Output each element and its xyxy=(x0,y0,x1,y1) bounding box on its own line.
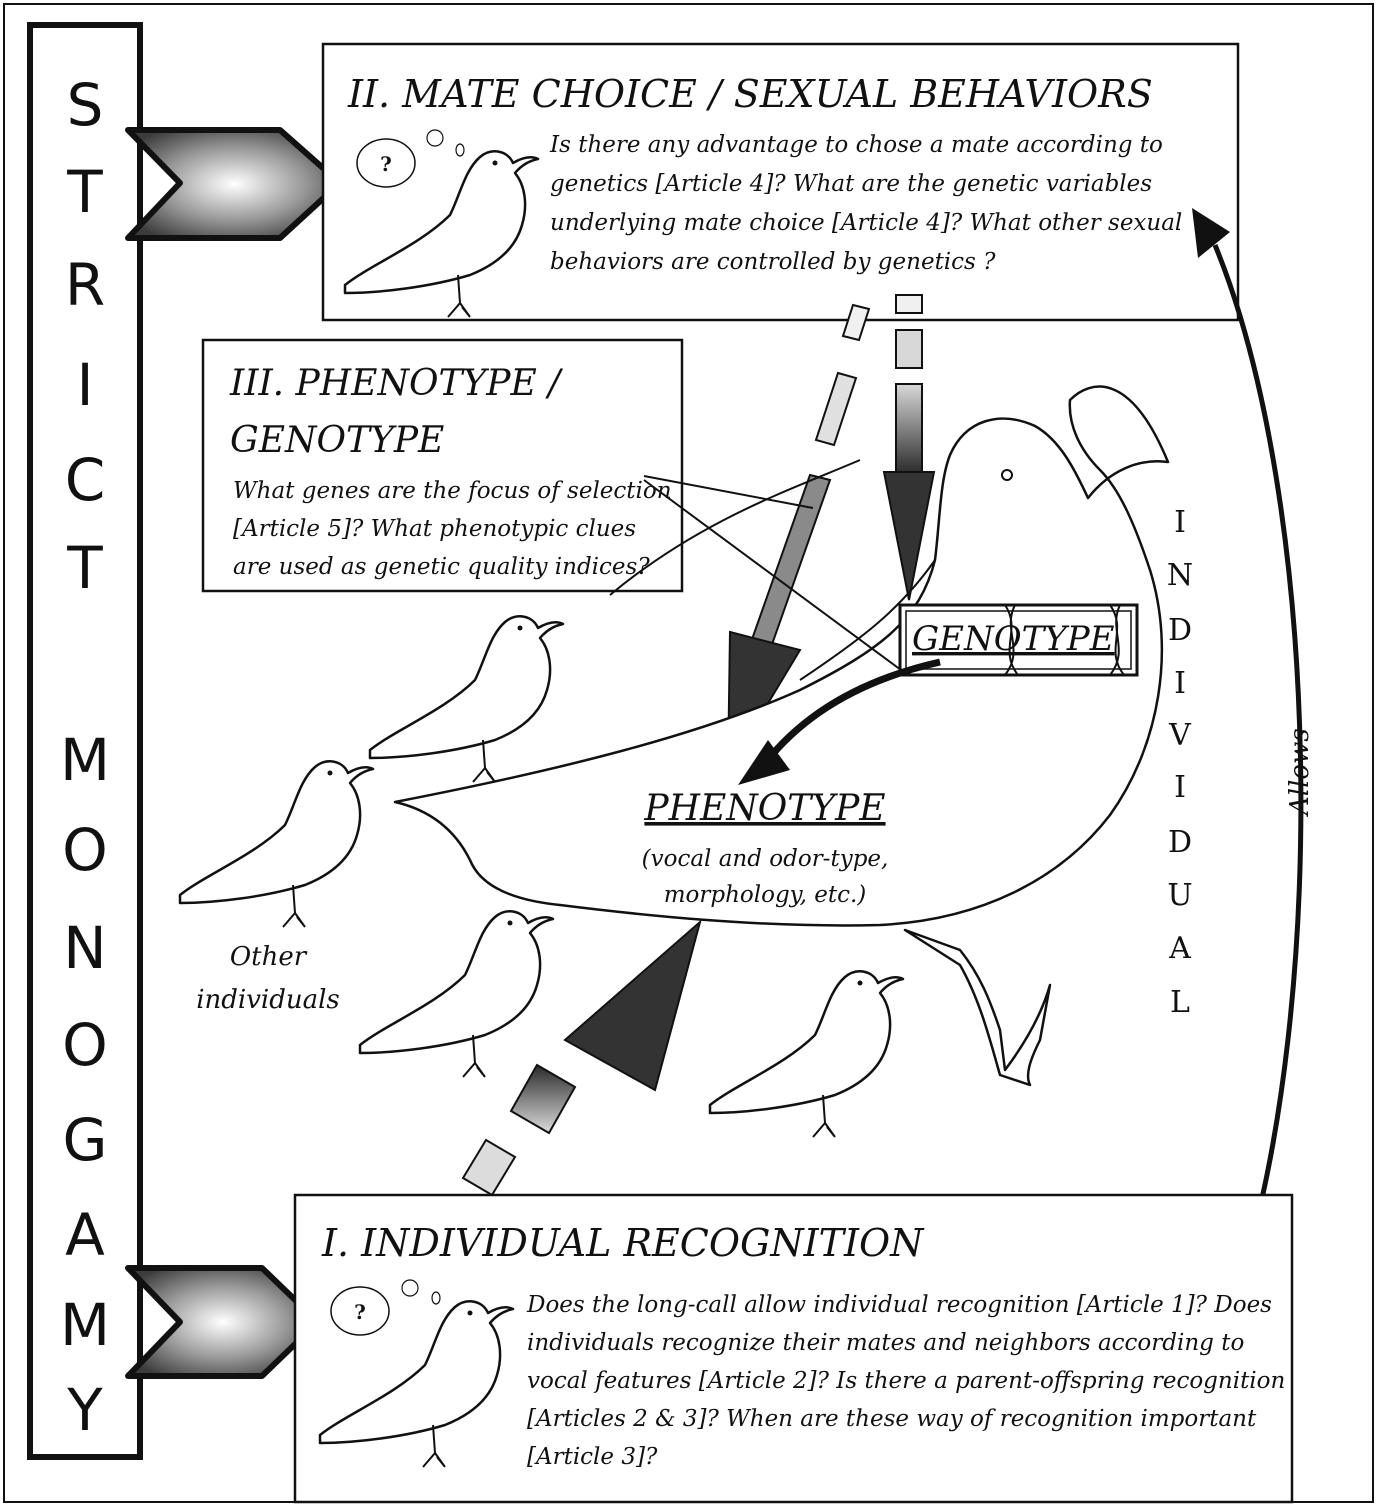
other-individuals-line2: individuals xyxy=(196,985,340,1015)
thought-question-mark: ? xyxy=(354,1300,366,1324)
individual-recognition-title: I. INDIVIDUAL RECOGNITION xyxy=(321,1221,925,1265)
recognition-text-line: [Article 3]? xyxy=(527,1444,658,1470)
genotype-label: GENOTYPE xyxy=(912,619,1115,659)
recognition-text-line: Does the long-call allow individual reco… xyxy=(526,1292,1272,1318)
chevron-arrow-bottom xyxy=(125,1265,321,1379)
connector-line xyxy=(643,479,906,674)
arrow-mate-choice-to-genotype xyxy=(882,294,936,601)
thought-bubble-dot xyxy=(426,129,444,147)
phenotype-genotype-box-border xyxy=(201,338,684,593)
side-letter: M xyxy=(60,1291,110,1359)
mate-choice-title: II. MATE CHOICE / SEXUAL BEHAVIORS xyxy=(347,72,1153,116)
allows-arrow xyxy=(1212,244,1304,1289)
strict-monogamy-label: S T R I C T M O N O G A M Y xyxy=(27,22,143,1460)
individual-letter: D xyxy=(1168,613,1192,648)
bird-icon xyxy=(358,910,555,1079)
individual-letter: I xyxy=(1174,770,1186,805)
mate-choice-box: II. MATE CHOICE / SEXUAL BEHAVIORS Is th… xyxy=(321,42,1240,322)
phenotype-genotype-text-line: What genes are the focus of selection xyxy=(233,478,672,504)
phenotype-label: PHENOTYPE xyxy=(643,788,885,829)
mate-choice-text-line: Is there any advantage to chose a mate a… xyxy=(549,132,1163,158)
side-letter: O xyxy=(62,1011,108,1079)
side-letter: T xyxy=(66,158,103,226)
individual-letter: I xyxy=(1174,505,1186,540)
recognition-text-line: vocal features [Article 2]? Is there a p… xyxy=(527,1368,1285,1394)
arrow-recognition-to-phenotype xyxy=(447,919,702,1224)
thought-bubble xyxy=(330,1286,390,1336)
thought-bubble-dot xyxy=(401,1279,419,1297)
individual-letter: V xyxy=(1168,718,1192,753)
individual-letter: U xyxy=(1167,878,1192,913)
recognition-text-line: [Articles 2 & 3]? When are these way of … xyxy=(527,1406,1257,1432)
individual-bird xyxy=(393,385,1170,1087)
side-letter: T xyxy=(66,534,103,602)
side-letter: A xyxy=(65,1201,105,1269)
bird-icon xyxy=(708,970,905,1139)
allows-label: Allows xyxy=(1285,728,1315,817)
side-column-border xyxy=(27,22,143,1460)
individual-letter: A xyxy=(1168,931,1191,966)
individual-letter: I xyxy=(1174,666,1186,701)
side-letter: C xyxy=(65,446,106,514)
thought-question-mark: ? xyxy=(380,152,392,176)
phenotype-detail-line1: (vocal and odor-type, xyxy=(642,846,889,872)
mate-choice-text-line: underlying mate choice [Article 4]? What… xyxy=(550,210,1182,236)
arrow-genotype-to-phenotype-head xyxy=(738,740,790,785)
side-letter: R xyxy=(65,251,105,319)
side-letter: I xyxy=(76,351,93,419)
phenotype-label-group: PHENOTYPE (vocal and odor-type, morpholo… xyxy=(642,788,889,908)
phenotype-detail-line2: morphology, etc.) xyxy=(664,882,867,908)
bird-icon xyxy=(178,760,375,929)
thought-bubble-dot xyxy=(431,1291,441,1305)
dna-strand-icon xyxy=(1109,604,1125,676)
connector-line xyxy=(643,475,814,509)
dna-strand-icon xyxy=(1004,604,1019,676)
side-letter: O xyxy=(62,816,108,884)
individual-recognition-box: I. INDIVIDUAL RECOGNITION Does the long-… xyxy=(293,1193,1294,1504)
phenotype-genotype-text-line: are used as genetic quality indices? xyxy=(233,554,650,580)
allows-arrow-head xyxy=(1192,208,1230,258)
individual-letter: D xyxy=(1168,825,1192,860)
recognition-text-line: individuals recognize their mates and ne… xyxy=(527,1330,1244,1356)
side-letter: N xyxy=(63,914,106,982)
thought-bubble-dot xyxy=(455,143,465,157)
mate-choice-text-line: genetics [Article 4]? What are the genet… xyxy=(550,171,1152,197)
individual-letter: L xyxy=(1170,985,1190,1020)
phenotype-genotype-box: III. PHENOTYPE / GENOTYPE What genes are… xyxy=(201,338,684,593)
side-letter: S xyxy=(67,71,104,139)
individual-label: I N D I V I D U A L xyxy=(1167,505,1193,1020)
side-letter: Y xyxy=(66,1376,103,1444)
phenotype-genotype-text-line: [Article 5]? What phenotypic clues xyxy=(233,516,636,542)
other-individuals-line1: Other xyxy=(230,942,308,972)
mate-choice-text-line: behaviors are controlled by genetics ? xyxy=(550,249,996,275)
side-letter: M xyxy=(60,726,110,794)
phenotype-genotype-title-line2: GENOTYPE xyxy=(230,420,444,461)
thought-bubble xyxy=(356,138,416,188)
side-letter: G xyxy=(63,1106,108,1174)
bird-icon xyxy=(368,615,565,784)
phenotype-genotype-title-line1: III. PHENOTYPE / xyxy=(229,363,564,404)
chevron-arrow-top xyxy=(125,127,343,241)
individual-letter: N xyxy=(1167,558,1193,593)
genotype-box-inner-border xyxy=(905,610,1132,670)
